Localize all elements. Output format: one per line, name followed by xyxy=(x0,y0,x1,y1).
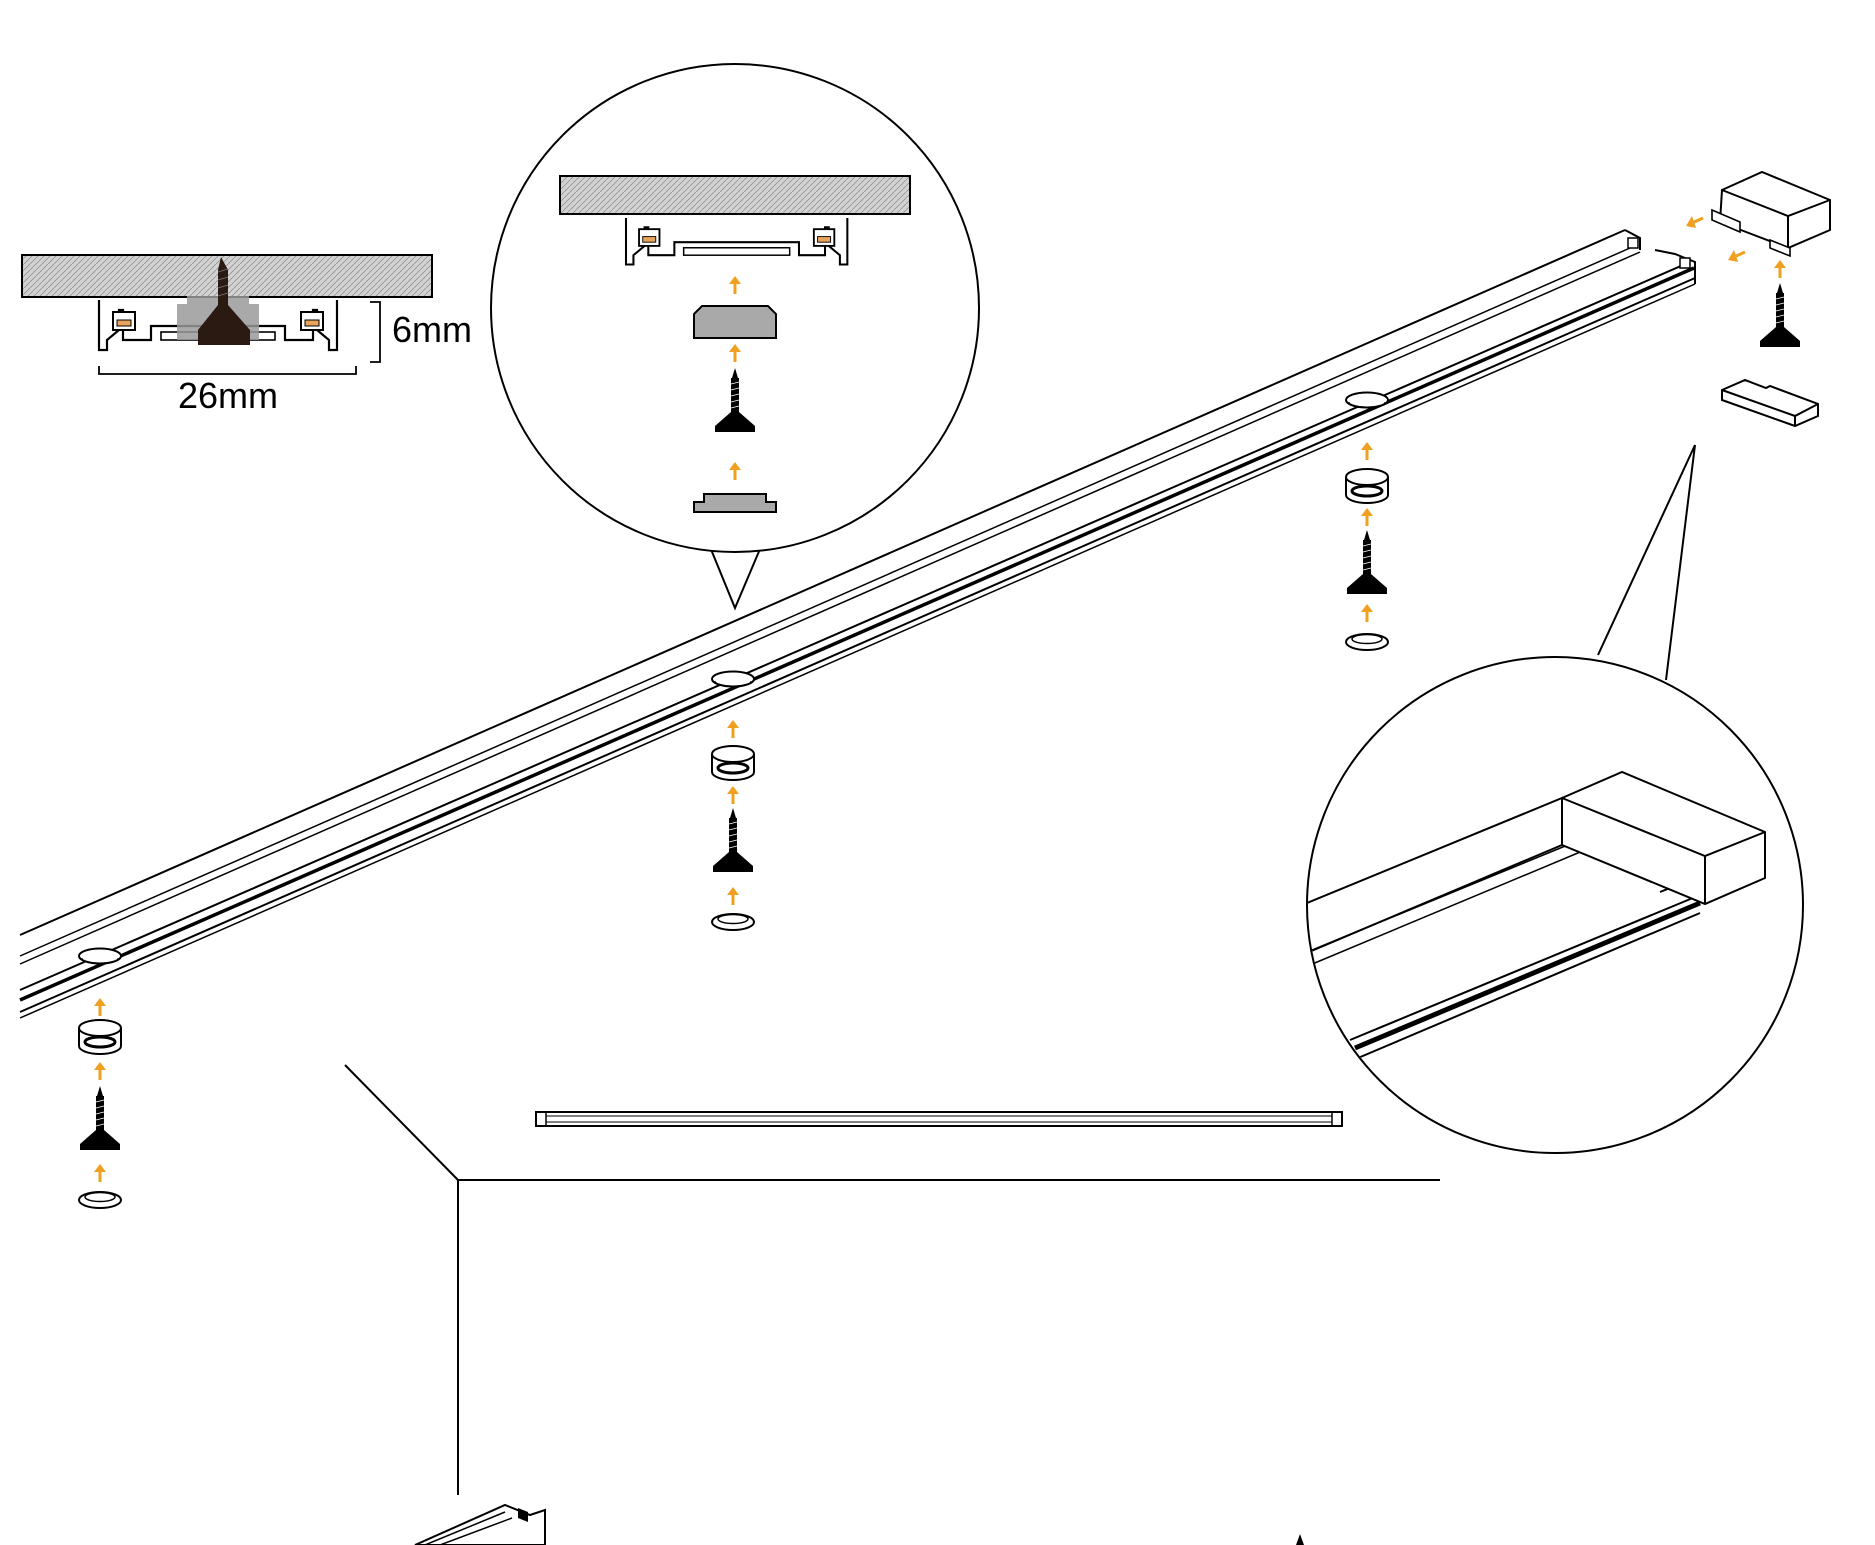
arrow-up-icon xyxy=(725,885,741,907)
arrow-up-icon xyxy=(725,784,741,806)
wall-plug-icon xyxy=(1344,467,1390,505)
track-hole xyxy=(711,670,755,688)
insert-block xyxy=(693,305,777,339)
track-hole xyxy=(1345,391,1389,409)
short-profile xyxy=(535,1111,1343,1127)
arrow-up-icon xyxy=(92,1162,108,1184)
screw-in-section xyxy=(198,257,250,345)
fixing-stack-middle xyxy=(710,718,756,931)
washer-icon xyxy=(1345,633,1389,651)
arrow-left-icon xyxy=(1728,250,1746,262)
arrow-up-icon xyxy=(725,718,741,740)
arrow-up-icon xyxy=(1359,506,1375,528)
screw-icon xyxy=(1346,529,1388,595)
main-track xyxy=(19,229,1696,1019)
screw-icon xyxy=(79,1085,121,1151)
screw-icon xyxy=(1759,282,1801,348)
cross-section-group xyxy=(21,254,433,375)
end-cap-assembly xyxy=(1686,170,1831,428)
fixing-stack-right xyxy=(1344,440,1390,651)
end-cap-part xyxy=(1721,378,1819,428)
room-corner-lines xyxy=(344,1064,1440,1495)
width-dimension-label: 26mm xyxy=(178,375,279,416)
height-dimension-label: 6mm xyxy=(392,309,472,350)
washer-icon xyxy=(711,913,755,931)
arrow-left-icon xyxy=(1686,216,1704,228)
fixing-stack-left xyxy=(77,996,123,1209)
screw-icon xyxy=(712,807,754,873)
cut-off-screw-tip xyxy=(1296,1534,1304,1545)
height-dimension-line xyxy=(370,301,381,363)
arrow-up-icon xyxy=(1772,258,1788,280)
arrow-up-icon xyxy=(92,1060,108,1082)
width-dimension-line xyxy=(98,366,357,375)
arrow-up-icon xyxy=(1359,440,1375,462)
track-hole xyxy=(78,947,122,965)
detail-callout-right xyxy=(1306,444,1804,1154)
wall-plug-icon xyxy=(77,1018,123,1056)
end-cap-detail xyxy=(1561,770,1766,906)
end-plate xyxy=(693,493,777,513)
cut-off-track-bottom xyxy=(414,1503,546,1545)
wall-plug-icon xyxy=(710,744,756,782)
ceiling-slab-detail xyxy=(559,175,911,215)
arrow-up-icon xyxy=(1359,602,1375,624)
washer-icon xyxy=(78,1191,122,1209)
arrow-up-icon xyxy=(92,996,108,1018)
detail-callout-top xyxy=(490,63,980,611)
